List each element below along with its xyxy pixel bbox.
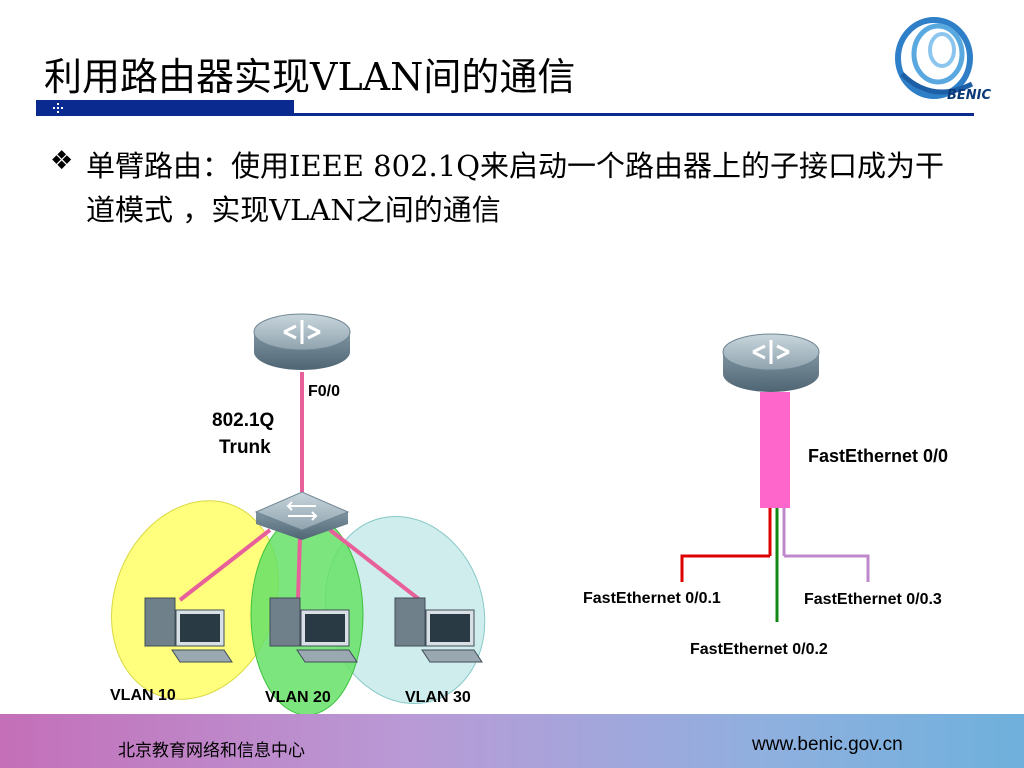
- title-rule-line: [294, 113, 974, 116]
- trunk-tube: [760, 392, 790, 508]
- pc1-icon: [144, 597, 233, 663]
- switch-pc2-link: [296, 534, 302, 601]
- switch-pc1-link: [178, 528, 272, 602]
- interface-label: FastEthernet 0/0: [808, 446, 949, 466]
- port-label: F0/0: [308, 383, 341, 400]
- logo-text: BENIC: [947, 88, 992, 103]
- vlan20-label: VLAN 20: [265, 689, 331, 706]
- rule-bullet-icon: [53, 103, 63, 113]
- trunk-label-line1: 802.1Q: [212, 410, 275, 431]
- subif1-branch: [680, 554, 770, 582]
- pc3-icon: [394, 597, 483, 663]
- bullet-icon: ❖: [50, 146, 74, 176]
- benic-logo-icon: [895, 17, 974, 99]
- slide-title: 利用路由器实现VLAN间的通信: [44, 55, 576, 99]
- vlan10-label: VLAN 10: [110, 687, 176, 704]
- footer-bar: [0, 714, 1024, 768]
- pc2-icon: [269, 597, 358, 663]
- subif2-label: FastEthernet 0/0.2: [690, 641, 828, 658]
- switch-icon: [254, 491, 350, 540]
- footer-org: 北京教育网络和信息中心: [118, 741, 305, 761]
- subif3-branch: [784, 554, 870, 582]
- title-rule-bar: [36, 100, 294, 116]
- switch-pc3-link: [328, 528, 422, 602]
- subif1-label: FastEthernet 0/0.1: [583, 590, 721, 607]
- vlan30-label: VLAN 30: [405, 689, 471, 706]
- router-right-icon: [722, 333, 820, 392]
- trunk-label-line2: Trunk: [219, 437, 271, 458]
- bullet-text: 单臂路由：使用IEEE 802.1Q来启动一个路由器上的子接口成为干道模式 ，实…: [86, 149, 944, 227]
- footer-url: www.benic.gov.cn: [752, 734, 903, 755]
- subif3-label: FastEthernet 0/0.3: [804, 591, 942, 608]
- router-left-icon: [253, 313, 351, 370]
